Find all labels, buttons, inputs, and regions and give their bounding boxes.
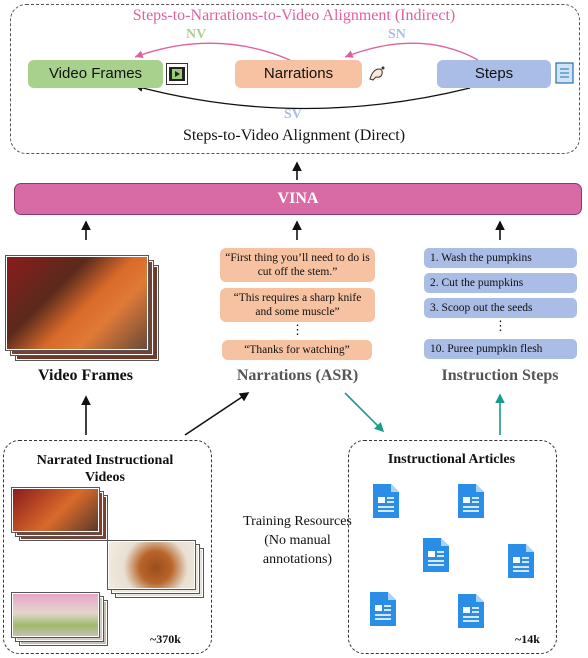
- alignment-arrows: [134, 42, 479, 110]
- document-icon: [369, 591, 397, 627]
- step-item: 1. Wash the pumpkins: [424, 248, 577, 268]
- sv-arrow: [134, 84, 471, 110]
- document-icon: [507, 543, 535, 579]
- narrations-title: Narrations (ASR): [236, 367, 359, 384]
- document-icons: [369, 483, 535, 629]
- knife-video-thumb: [12, 593, 107, 645]
- instruction-steps-title: Instruction Steps: [441, 367, 559, 384]
- narration-quote: “First thing you’ll need to do is cut of…: [220, 248, 375, 282]
- narrations-node: Narrations: [235, 60, 362, 88]
- document-icon: [372, 483, 400, 519]
- vina-model-bar: VINA: [14, 183, 582, 215]
- video-frame-stack: [6, 256, 158, 366]
- narrated-videos-box: [3, 440, 212, 654]
- step-item: 2. Cut the pumpkins: [424, 273, 577, 293]
- step-item: 10. Puree pumpkin flesh: [424, 339, 577, 359]
- articles-title: Instructional Articles: [387, 452, 516, 467]
- document-icon: [457, 593, 485, 629]
- document-icon: [422, 537, 450, 573]
- direct-alignment-title: Steps-to-Video Alignment (Direct): [182, 127, 406, 144]
- steps-ellipsis: ⋮: [494, 318, 507, 333]
- articles-count: ~14k: [515, 632, 540, 646]
- flow-arrows-up: [81, 161, 505, 240]
- nv-label: NV: [186, 27, 207, 42]
- videos-count: ~370k: [150, 632, 181, 646]
- nv-arrow: [134, 42, 291, 61]
- cutting-video-thumb: [12, 488, 107, 540]
- document-icon: [457, 483, 485, 519]
- sn-arrow: [344, 42, 479, 61]
- training-resources-note: Training Resources (No manual annotation…: [243, 514, 352, 567]
- sn-label: SN: [388, 27, 406, 42]
- steps-node: Steps: [437, 60, 551, 88]
- video-frames-title: Video Frames: [38, 367, 133, 384]
- alignment-box: [10, 4, 580, 154]
- narration-ellipsis: ⋮: [291, 322, 304, 337]
- flow-arrows-bottom: [81, 392, 505, 436]
- narrated-videos-title: Narrated Instructional Videos: [36, 453, 174, 485]
- film-icon: [166, 63, 188, 85]
- articles-box: [348, 440, 557, 654]
- chicken-video-thumb: [108, 541, 203, 597]
- step-item: 3. Scoop out the seeds: [424, 298, 577, 318]
- checklist-icon: [555, 62, 574, 84]
- video-frames-node: Video Frames: [28, 60, 163, 88]
- sv-label: SV: [284, 107, 302, 122]
- indirect-alignment-title: Steps-to-Narrations-to-Video Alignment (…: [132, 7, 456, 24]
- narration-quote: “This requires a sharp knife and some mu…: [220, 288, 375, 322]
- narration-quote: “Thanks for watching”: [222, 340, 372, 360]
- speech-icon: [367, 63, 387, 83]
